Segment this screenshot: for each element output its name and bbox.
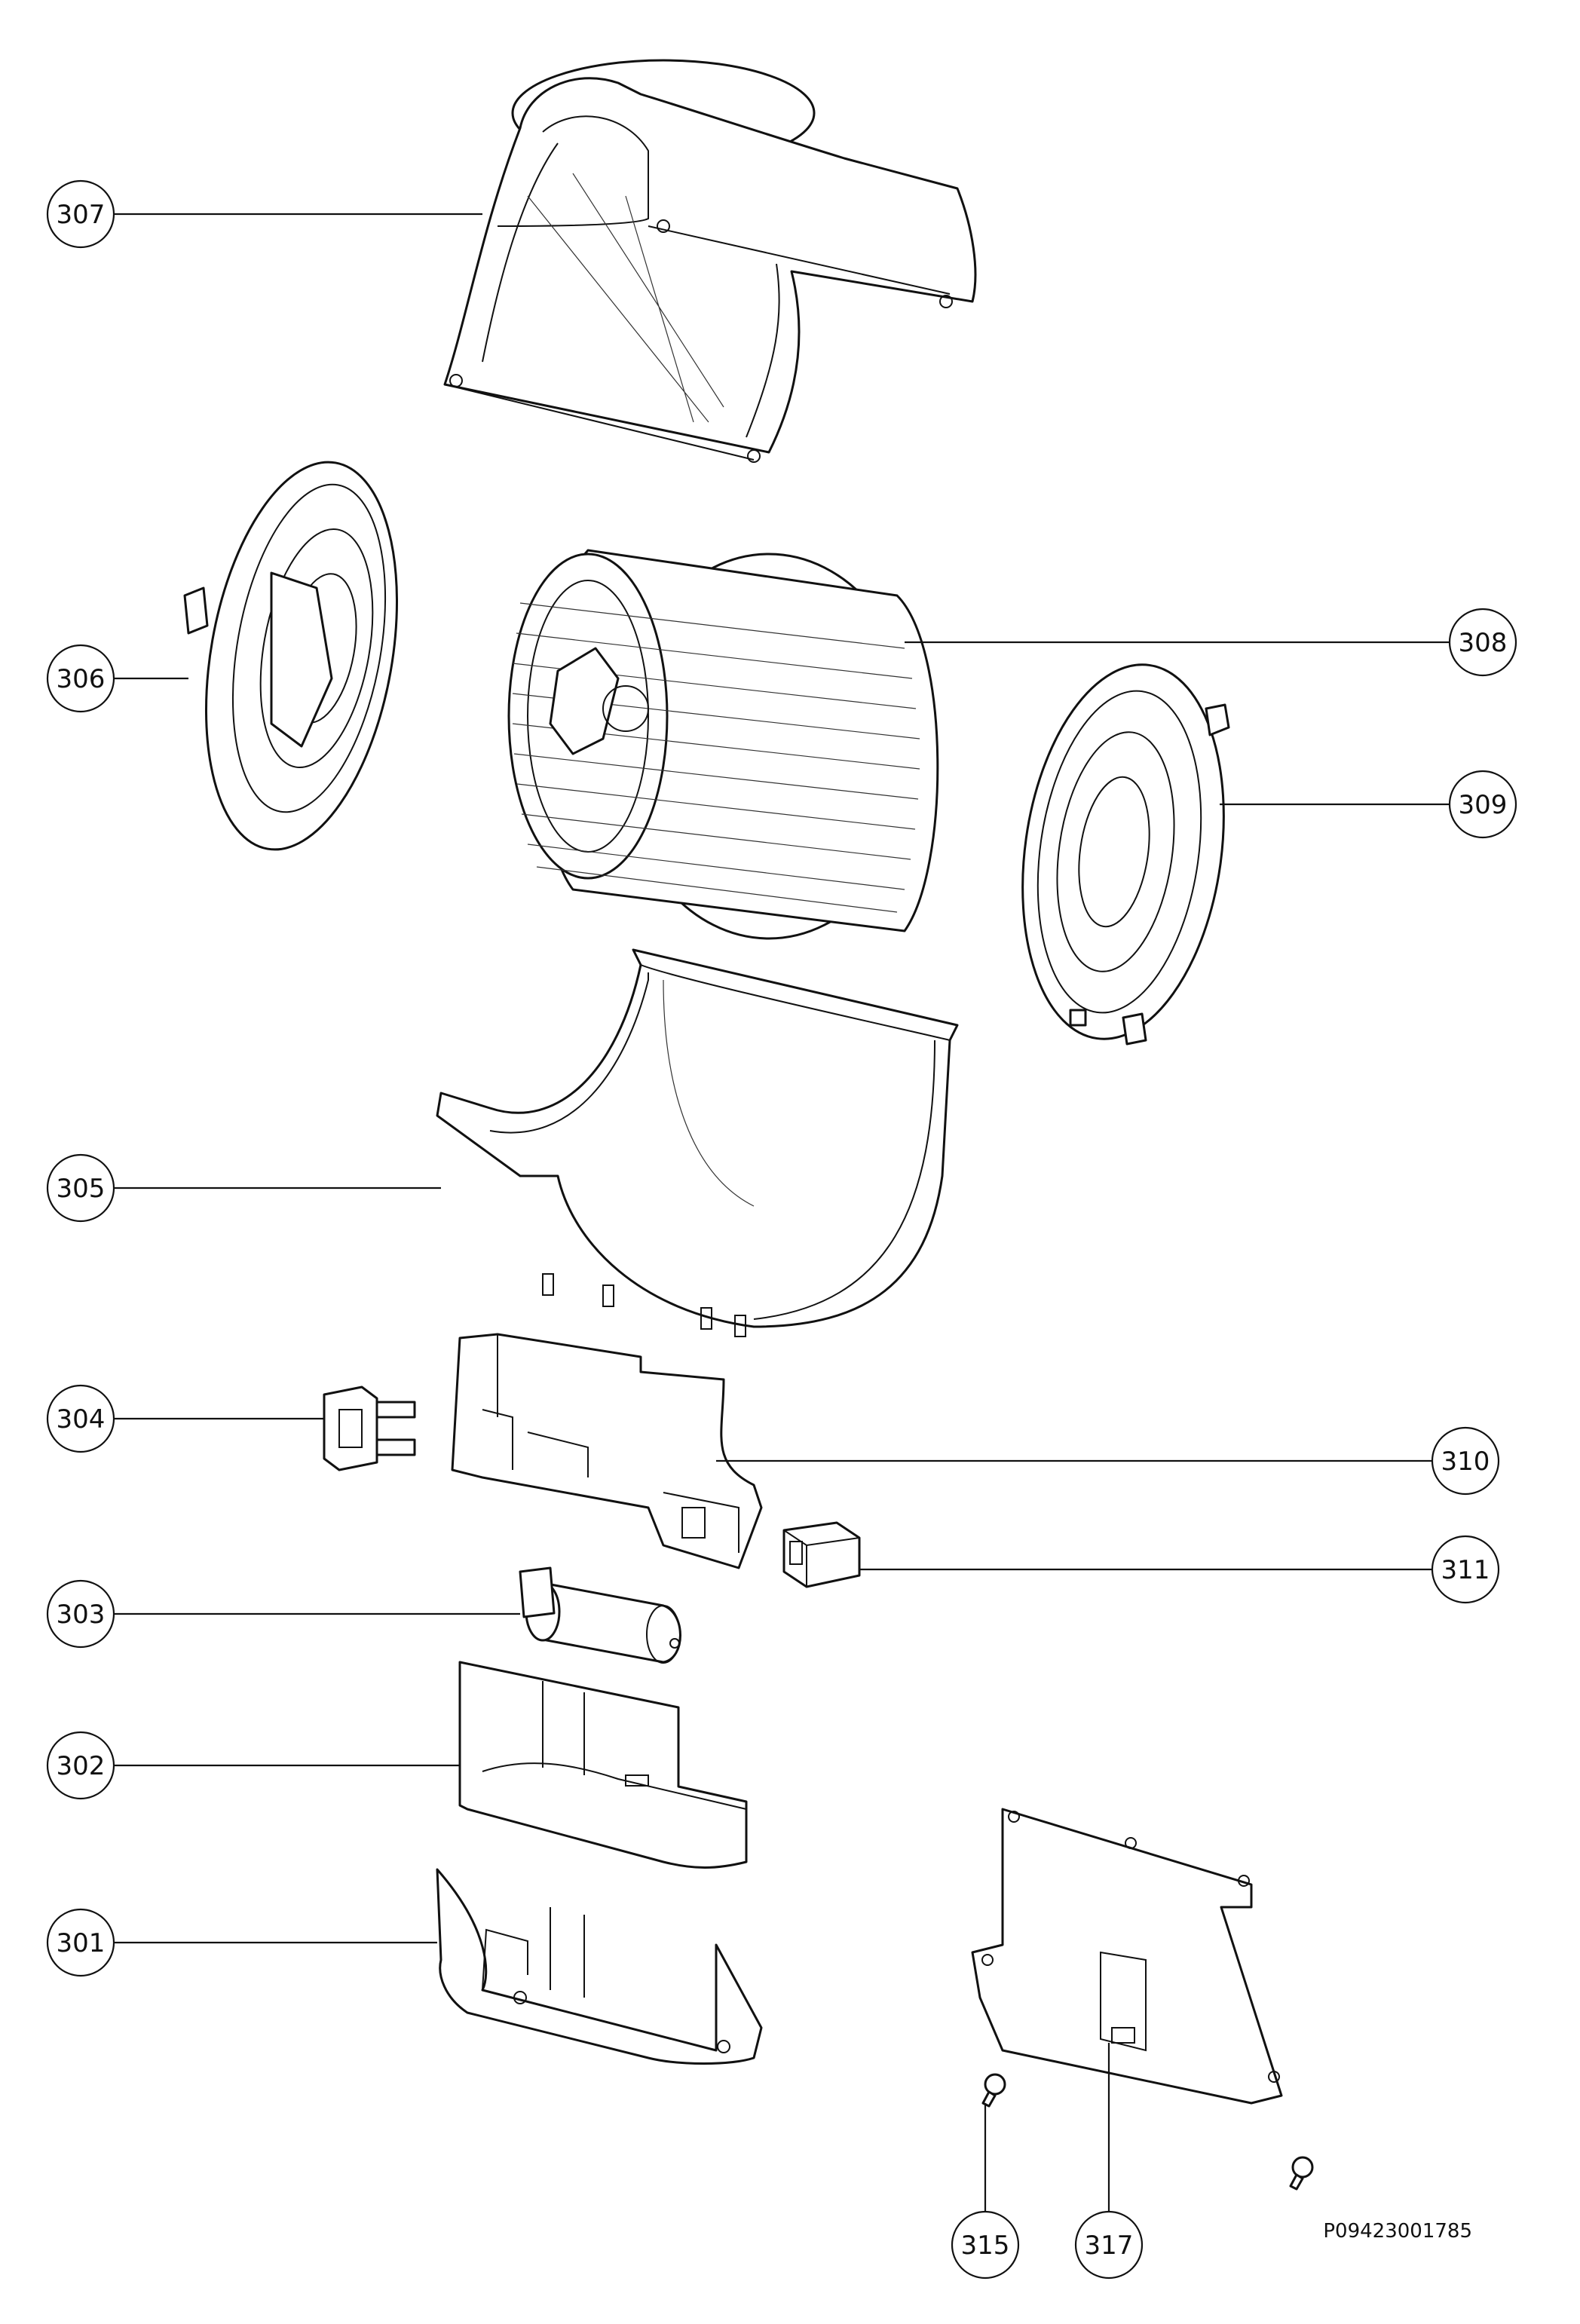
- callout-315: 315: [951, 2210, 1020, 2280]
- part-308-fan-wheel: [507, 549, 939, 940]
- part-310-component-carrier: [451, 1333, 763, 1569]
- callout-label-307: 307: [57, 200, 106, 230]
- part-311-terminal-block: [782, 1521, 861, 1588]
- callout-label-310: 310: [1441, 1447, 1490, 1477]
- callout-301: 301: [46, 1908, 115, 1977]
- callout-303: 303: [46, 1579, 115, 1649]
- part-315-screw: [981, 2073, 1006, 2108]
- callout-304: 304: [46, 1384, 115, 1453]
- callout-309: 309: [1448, 770, 1517, 839]
- callout-label-317: 317: [1085, 2231, 1134, 2261]
- callout-label-311: 311: [1441, 1555, 1490, 1585]
- part-309-right-side-cover: [1021, 663, 1230, 1046]
- callout-label-301: 301: [57, 1928, 106, 1958]
- callout-label-315: 315: [961, 2231, 1010, 2261]
- callout-311: 311: [1431, 1535, 1500, 1604]
- callout-label-309: 309: [1459, 790, 1508, 820]
- callout-label-303: 303: [57, 1600, 106, 1630]
- part-301-bottom-tray: [436, 1868, 763, 2065]
- part-307-upper-housing: [443, 59, 977, 463]
- leader-lines: [112, 213, 1451, 2212]
- callout-label-302: 302: [57, 1751, 106, 1781]
- callout-307: 307: [46, 179, 115, 249]
- callout-label-304: 304: [57, 1404, 106, 1435]
- callout-label-306: 306: [57, 664, 106, 694]
- part-303-capacitor: [519, 1566, 681, 1664]
- document-id: P09423001785: [1323, 2220, 1472, 2243]
- callout-label-308: 308: [1459, 628, 1508, 658]
- callout-302: 302: [46, 1731, 115, 1800]
- part-306-left-side-cover: [183, 461, 399, 851]
- part-317-mounting-bracket: [971, 1808, 1283, 2105]
- callout-317: 317: [1074, 2210, 1144, 2280]
- part-305-scroll-housing: [436, 948, 959, 1337]
- callout-label-305: 305: [57, 1174, 106, 1204]
- callout-306: 306: [46, 644, 115, 713]
- part-302-lower-cover: [458, 1661, 748, 1869]
- callout-305: 305: [46, 1153, 115, 1223]
- callout-310: 310: [1431, 1426, 1500, 1496]
- callout-308: 308: [1448, 608, 1517, 677]
- part-315-screw-spare: [1289, 2156, 1314, 2191]
- part-304-connector: [323, 1386, 416, 1471]
